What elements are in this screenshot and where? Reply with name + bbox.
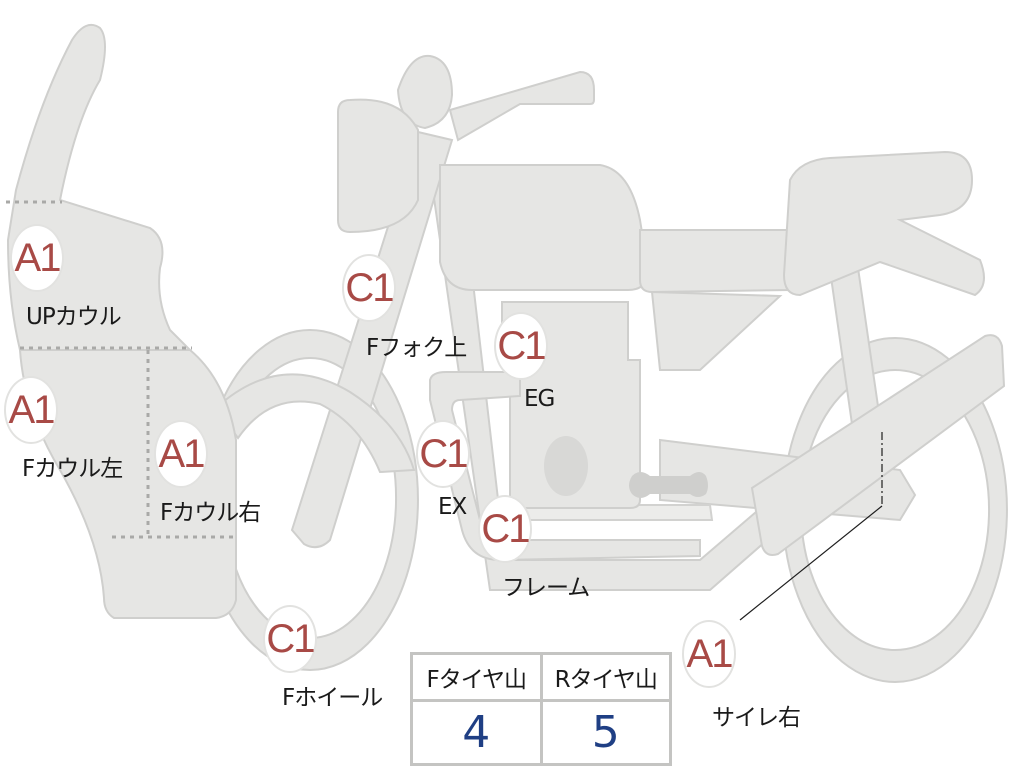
grade-badge-f-wheel: C1 [265,607,316,671]
grade-badge-f-fork-upper: C1 [344,256,395,320]
silencer [750,334,1006,556]
tire-table-header-row: Fタイヤ山 Rタイヤ山 [413,655,669,702]
grade-badge-up-cowl: A1 [12,226,62,290]
grade-badge-f-cowl-left: A1 [6,378,56,442]
front-fender [214,373,416,474]
silencer-leader [739,505,883,621]
grade-badge-exhaust: C1 [418,422,469,486]
tire-tread-table: Fタイヤ山 Rタイヤ山 4 5 [410,652,672,766]
tail-cowl [782,150,985,297]
part-label-f-fork-upper: Fフォク上 [366,335,467,361]
tire-table-value-row: 4 5 [413,702,669,763]
seat [639,229,791,294]
lower-cowl [18,349,237,619]
grade-badge-frame: C1 [480,497,531,561]
grade-badge-engine: C1 [496,314,547,378]
headlight [337,98,419,234]
grade-badge-f-cowl-right: A1 [156,422,206,486]
part-label-f-cowl-left: Fカウル左 [22,456,123,482]
handlebar [448,70,595,142]
engine-cover [544,436,588,496]
side-panel [650,290,783,371]
part-label-up-cowl: UPカウル [26,304,122,330]
grade-badge-silencer-right: A1 [684,622,734,686]
part-label-silencer-right: サイレ右 [712,705,801,731]
rear-wheel [781,337,1008,683]
tire-value-front: 4 [462,707,491,758]
part-label-exhaust: EX [438,494,467,520]
footpeg [629,472,708,498]
part-label-engine: EG [524,386,555,412]
part-label-f-cowl-right: Fカウル右 [160,500,261,526]
part-label-frame: フレーム [502,575,590,601]
tire-header-rear: Rタイヤ山 [539,655,670,699]
fuel-tank [439,164,650,291]
tire-header-front: Fタイヤ山 [426,667,527,693]
front-fork [290,130,454,549]
part-label-f-wheel: Fホイール [282,685,383,711]
tire-value-rear: 5 [539,702,670,763]
